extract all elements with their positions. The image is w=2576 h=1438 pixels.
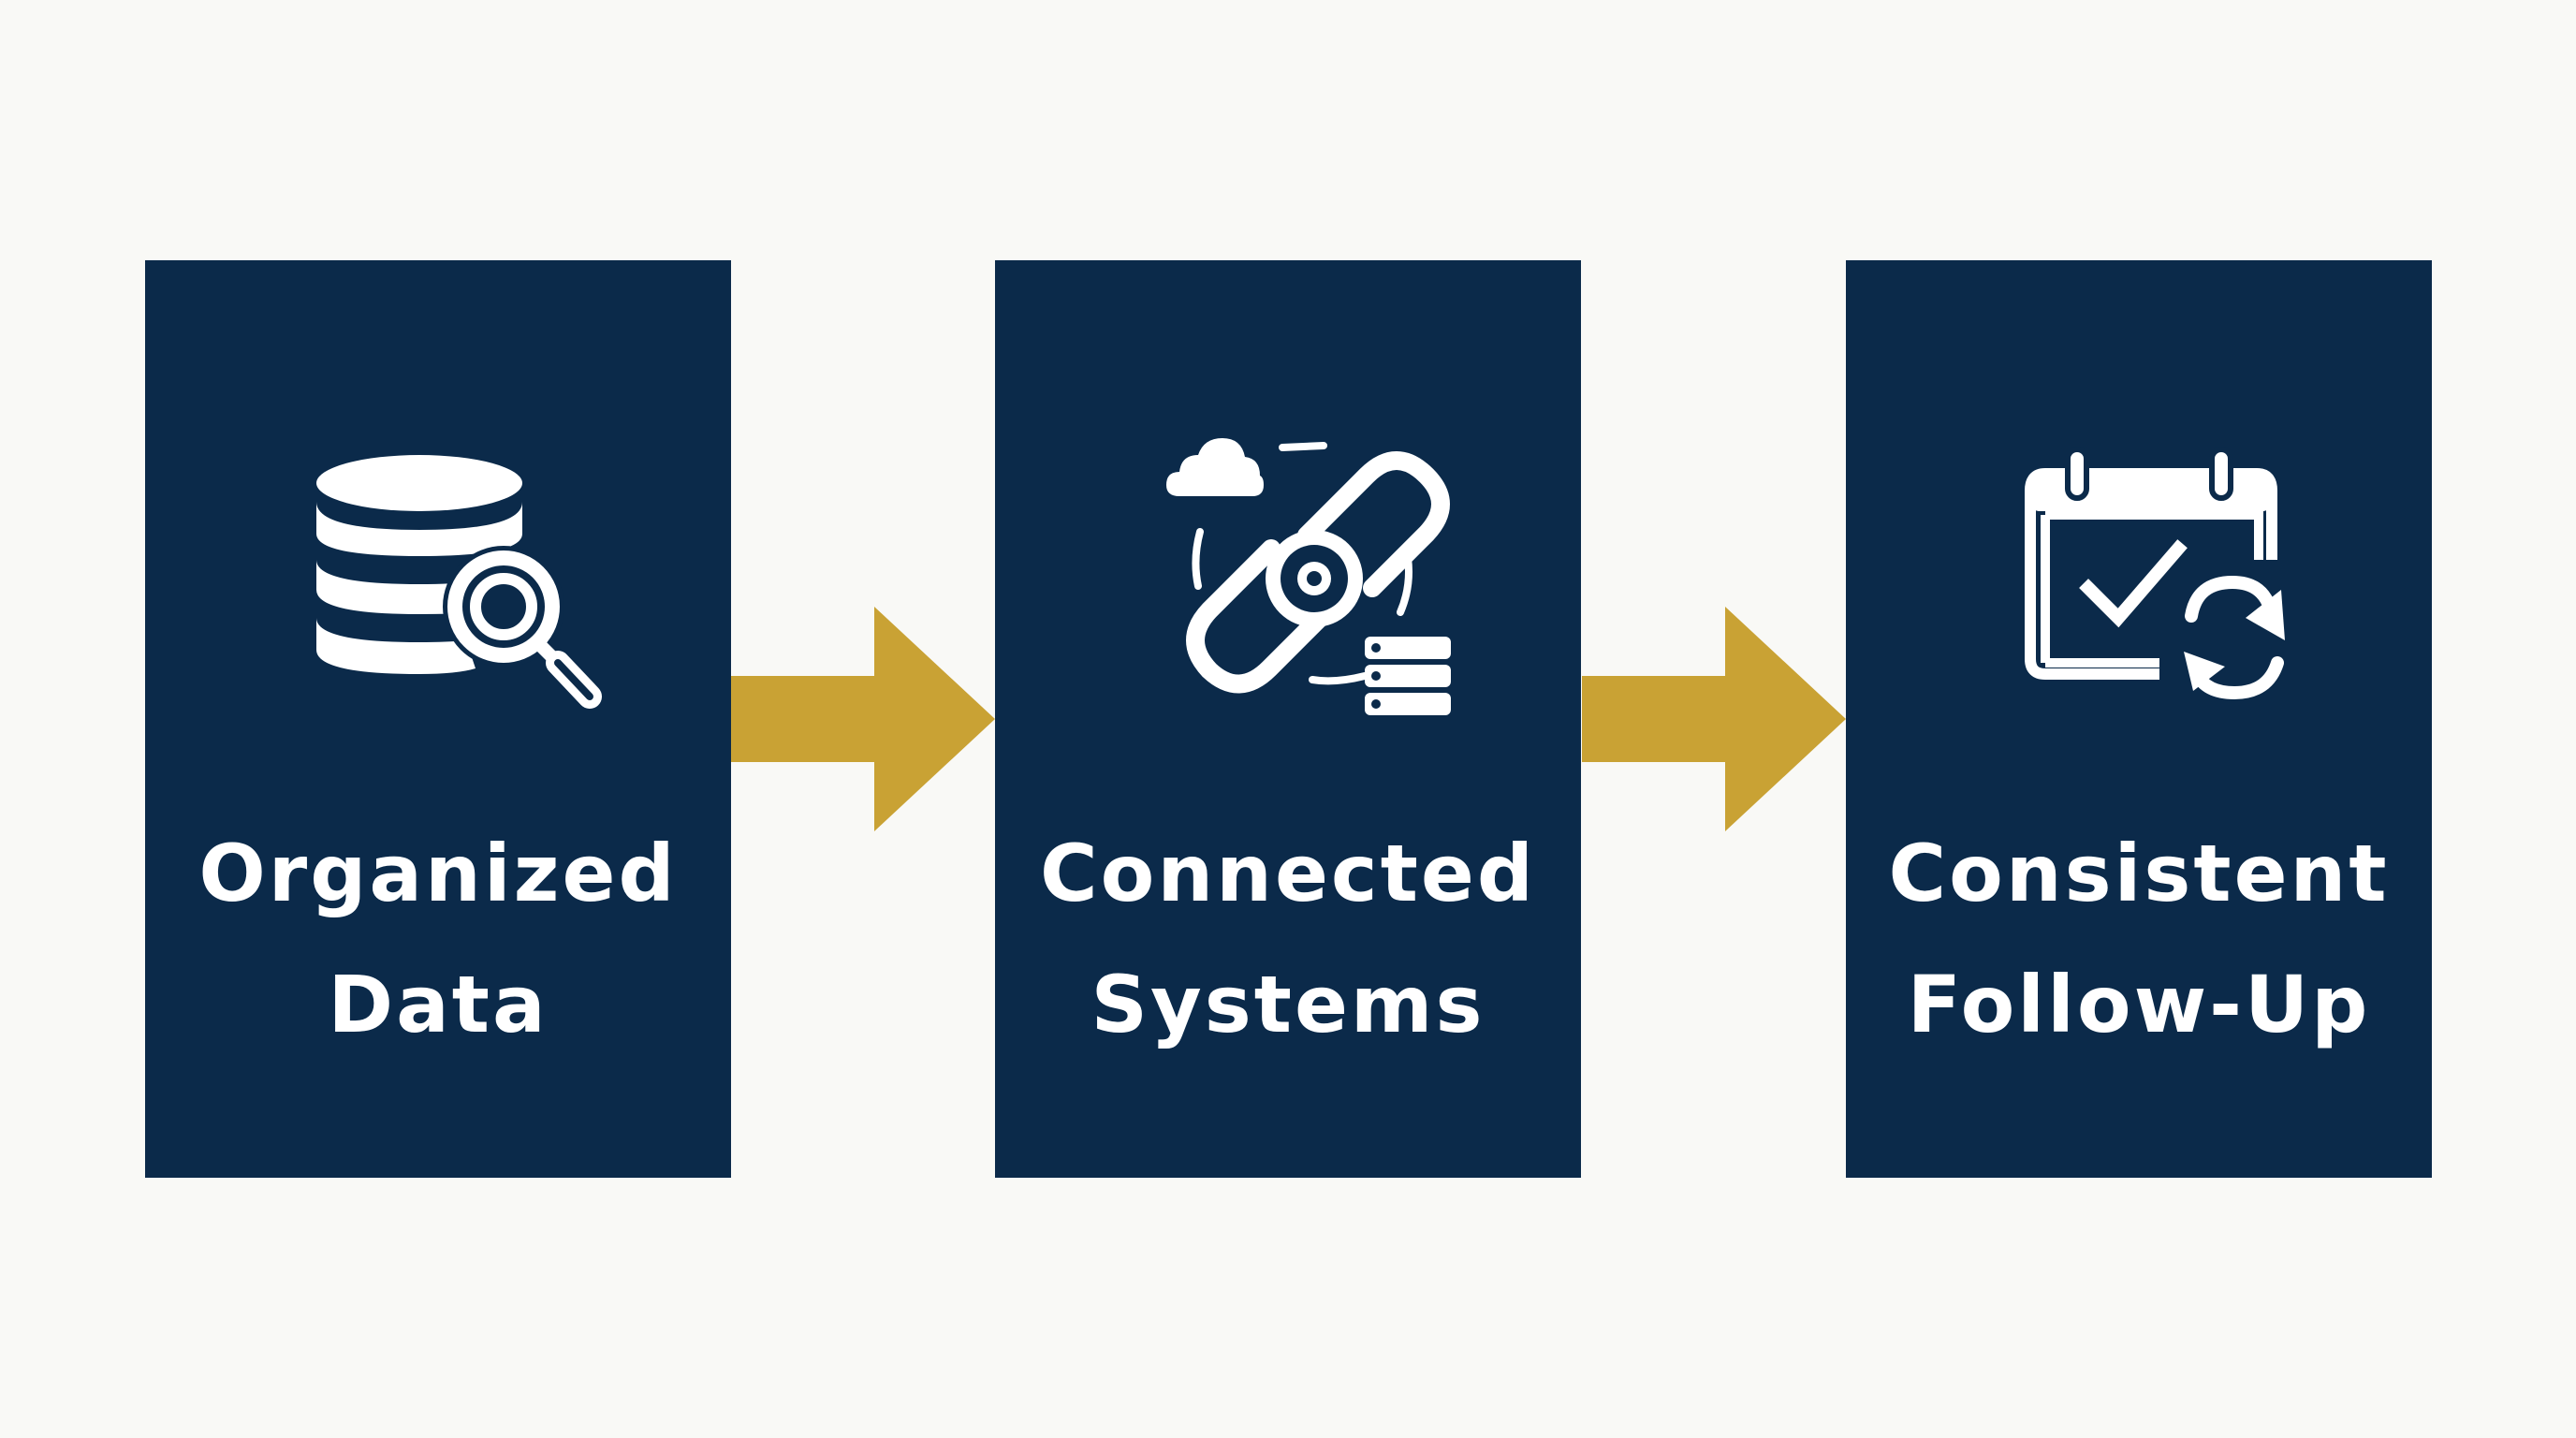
step-label: Organized Data bbox=[145, 808, 731, 1070]
step-label-line2: Systems bbox=[1090, 959, 1486, 1050]
database-search-icon bbox=[316, 429, 602, 728]
step-panel-consistent-follow-up: Consistent Follow-Up bbox=[1846, 260, 2432, 1178]
step-panel-connected-systems: Connected Systems bbox=[995, 260, 1581, 1178]
step-label-line1: Consistent bbox=[1888, 828, 2390, 919]
calendar-check-sync-icon bbox=[2017, 429, 2298, 728]
step-label: Consistent Follow-Up bbox=[1846, 808, 2432, 1070]
step-panel-organized-data: Organized Data bbox=[145, 260, 731, 1178]
step-label-line2: Follow-Up bbox=[1907, 959, 2371, 1050]
step-label-line2: Data bbox=[328, 959, 549, 1050]
step-label-line1: Organized bbox=[198, 828, 678, 919]
step-label: Connected Systems bbox=[995, 808, 1581, 1070]
flow-arrow bbox=[1582, 607, 1846, 831]
step-label-line1: Connected bbox=[1040, 828, 1536, 919]
flow-arrow bbox=[731, 607, 995, 831]
chain-link-integration-icon bbox=[1166, 429, 1451, 728]
